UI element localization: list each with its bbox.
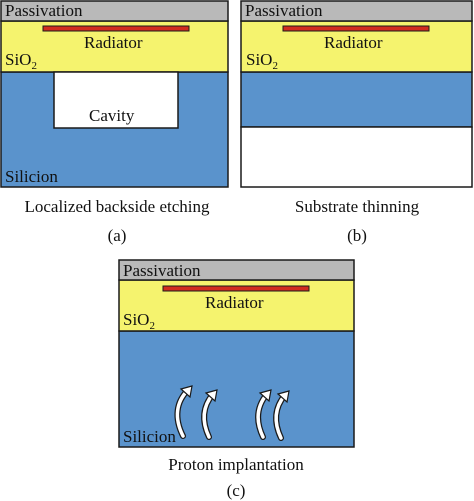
passivation-layer-c [118, 259, 355, 281]
panel-b: Passivation Radiator SiO2 Substrate thin… [240, 0, 473, 245]
curved-up-arrow-icon [273, 390, 290, 441]
panel-a: Passivation Radiator SiO2 Cavity Silicio… [0, 0, 229, 245]
passivation-label-a: Passivation [5, 1, 83, 20]
passivation-layer-b [240, 0, 473, 22]
tag-c: (c) [227, 481, 246, 500]
radiator-label-c: Radiator [205, 293, 264, 312]
oxide-label-a: SiO2 [5, 50, 37, 72]
curved-up-arrow-icon [201, 389, 218, 440]
panel-c: Passivation Radiator SiO2 Silicion [118, 259, 355, 500]
radiator-label-b: Radiator [324, 33, 383, 52]
radiator-b [282, 25, 430, 32]
radiator-label-a: Radiator [84, 33, 143, 52]
caption-b: Substrate thinning [295, 197, 420, 216]
silicon-layer-c [118, 330, 355, 448]
curved-up-arrow-icon [174, 385, 193, 439]
passivation-label-b: Passivation [245, 1, 323, 20]
passivation-label-c: Passivation [123, 261, 201, 280]
oxide-label-c: SiO2 [123, 310, 155, 332]
silicon-layer-b [240, 71, 473, 128]
silicon-label-a: Silicion [5, 167, 58, 186]
radiator-a [42, 25, 190, 32]
caption-c: Proton implantation [168, 455, 304, 474]
oxide-label-b: SiO2 [246, 50, 278, 72]
caption-a: Localized backside etching [24, 197, 210, 216]
passivation-layer-a [0, 0, 229, 22]
cavity-a [53, 71, 179, 129]
radiator-c [162, 285, 310, 292]
implantation-arrows [174, 385, 290, 441]
curved-up-arrow-icon [255, 389, 272, 440]
tag-b: (b) [347, 226, 367, 245]
tag-a: (a) [108, 226, 127, 245]
removed-substrate-b [240, 126, 473, 188]
silicon-label-c: Silicion [123, 427, 176, 446]
cavity-label-a: Cavity [89, 106, 135, 125]
